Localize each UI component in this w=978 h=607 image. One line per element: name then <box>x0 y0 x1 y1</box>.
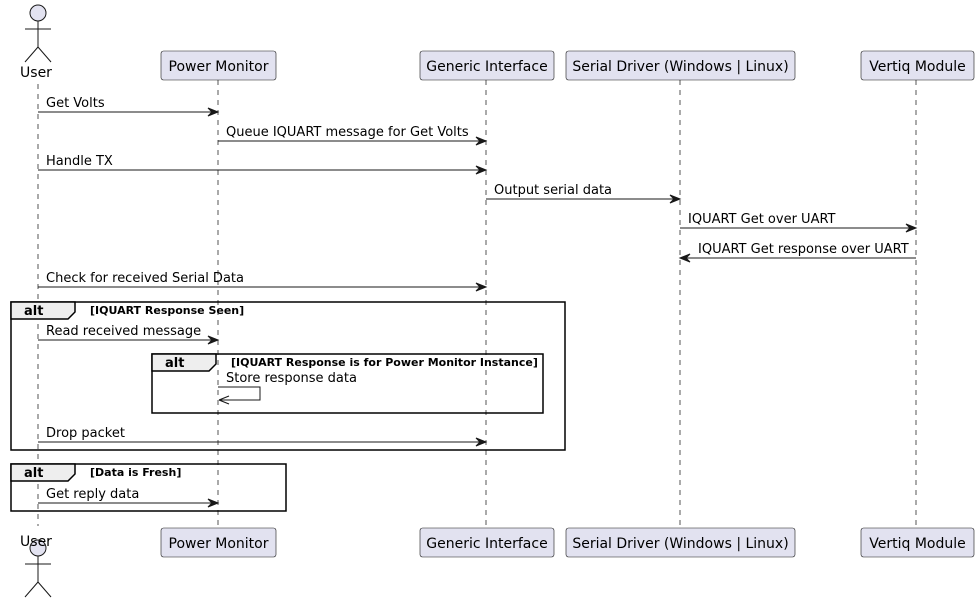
frame-condition: [IQUART Response is for Power Monitor In… <box>231 356 538 369</box>
participant-label: Vertiq Module <box>869 536 965 552</box>
participant-label: Vertiq Module <box>869 59 965 75</box>
message-drop-packet: Drop packet <box>38 426 488 447</box>
participant-sd-top: Serial Driver (Windows | Linux) <box>565 50 796 81</box>
participant-box <box>860 527 975 558</box>
actor-user-top: User <box>20 4 52 81</box>
person-icon <box>24 4 52 63</box>
actor-label: User <box>20 534 52 550</box>
participant-box <box>160 50 277 81</box>
participant-gi-top: Generic Interface <box>419 50 555 81</box>
participant-label: Power Monitor <box>169 59 269 75</box>
message-label: IQUART Get response over UART <box>698 242 909 257</box>
frame-tab <box>10 463 76 482</box>
message-store-response-data: Store response data <box>218 371 357 405</box>
message-label: Queue IQUART message for Get Volts <box>226 125 469 140</box>
frame-condition: [IQUART Response Seen] <box>90 304 244 317</box>
message-output-serial-data: Output serial data <box>486 183 682 204</box>
message-label: Check for received Serial Data <box>46 271 244 286</box>
participant-label: Generic Interface <box>426 536 547 552</box>
participant-vm-top: Vertiq Module <box>860 50 975 81</box>
message-get-volts: Get Volts <box>38 96 220 117</box>
participant-pm-bottom: Power Monitor <box>160 527 277 558</box>
message-iquart-get-response-over-uart: IQUART Get response over UART <box>678 242 916 263</box>
frame-keyword: alt <box>24 466 43 481</box>
message-label: Drop packet <box>46 426 125 441</box>
participant-box <box>565 50 796 81</box>
frame-condition: [Data is Fresh] <box>90 466 181 479</box>
alt-frame-1: alt [IQUART Response Seen] <box>10 301 566 451</box>
message-check-for-received-serial-data: Check for received Serial Data <box>38 271 488 292</box>
message-label: Handle TX <box>46 154 113 169</box>
frame-border <box>10 301 566 451</box>
participant-label: Serial Driver (Windows | Linux) <box>572 59 788 75</box>
participant-vm-bottom: Vertiq Module <box>860 527 975 558</box>
participant-sd-bottom: Serial Driver (Windows | Linux) <box>565 527 796 558</box>
frame-border <box>151 353 544 414</box>
participant-box <box>419 50 555 81</box>
frame-keyword: alt <box>24 304 43 319</box>
alt-frame-2: alt [IQUART Response is for Power Monitor… <box>151 353 544 414</box>
message-queue-iquart-message-for-get-volts: Queue IQUART message for Get Volts <box>218 125 488 146</box>
participant-box <box>160 527 277 558</box>
frame-tab <box>10 301 76 320</box>
message-handle-tx: Handle TX <box>38 154 488 175</box>
message-label: Get reply data <box>46 487 139 502</box>
frame-border <box>10 463 287 512</box>
actor-label: User <box>20 65 52 81</box>
participant-label: Serial Driver (Windows | Linux) <box>572 536 788 552</box>
actor-user-bottom: User <box>20 534 52 598</box>
participant-box <box>419 527 555 558</box>
self-arrow <box>218 386 261 401</box>
frame-tab <box>151 353 217 372</box>
message-iquart-get-over-uart: IQUART Get over UART <box>680 212 918 233</box>
frame-keyword: alt <box>165 356 184 371</box>
participant-label: Power Monitor <box>169 536 269 552</box>
message-label: Output serial data <box>494 183 612 198</box>
message-label: IQUART Get over UART <box>688 212 836 227</box>
message-label: Read received message <box>46 324 201 339</box>
participant-gi-bottom: Generic Interface <box>419 527 555 558</box>
participant-pm-top: Power Monitor <box>160 50 277 81</box>
message-get-reply-data: Get reply data <box>38 487 220 508</box>
alt-frame-3: alt [Data is Fresh] <box>10 463 287 512</box>
participant-box <box>565 527 796 558</box>
participant-box <box>860 50 975 81</box>
message-label: Get Volts <box>46 96 105 111</box>
person-icon <box>24 539 52 598</box>
message-read-received-message: Read received message <box>38 324 220 345</box>
participant-label: Generic Interface <box>426 59 547 75</box>
message-label: Store response data <box>226 371 357 386</box>
